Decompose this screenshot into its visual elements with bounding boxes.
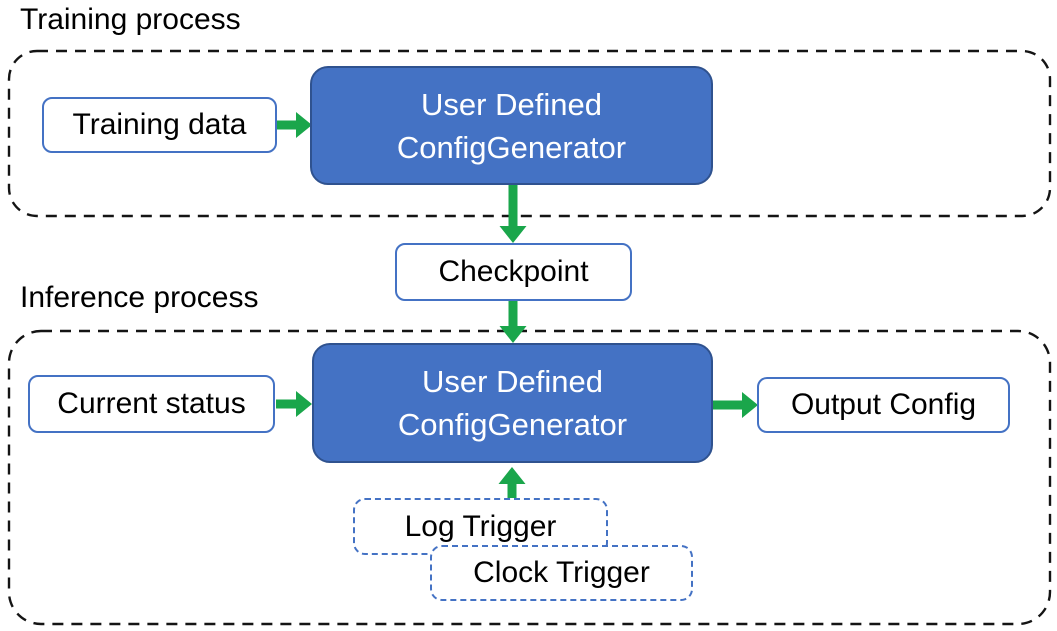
training-config-generator-node: User Defined ConfigGenerator xyxy=(310,66,713,185)
arrow-training-data-to-generator xyxy=(277,112,312,138)
training-generator-label-line1: User Defined xyxy=(421,86,602,122)
inference-config-generator-node: User Defined ConfigGenerator xyxy=(312,343,713,463)
checkpoint-label: Checkpoint xyxy=(438,255,589,288)
training-process-title: Training process xyxy=(20,3,241,36)
inference-generator-label-line2: ConfigGenerator xyxy=(397,407,628,442)
training-data-label: Training data xyxy=(72,108,247,141)
log-trigger-label: Log Trigger xyxy=(404,509,557,543)
training-process-container xyxy=(7,49,1052,218)
arrow-checkpoint-to-generator xyxy=(499,301,527,343)
inference-generator-label-line1: User Defined xyxy=(422,364,603,399)
clock-trigger-node: Clock Trigger xyxy=(430,545,693,601)
current-status-node: Current status xyxy=(28,375,275,433)
output-config-node: Output Config xyxy=(757,377,1010,433)
current-status-label: Current status xyxy=(57,387,246,420)
arrow-generator-to-checkpoint xyxy=(499,185,527,243)
output-config-label: Output Config xyxy=(790,388,977,421)
checkpoint-node: Checkpoint xyxy=(395,243,632,301)
arrow-trigger-to-generator xyxy=(498,467,526,498)
arrow-generator-to-output-config xyxy=(713,392,758,418)
training-generator-label-line2: ConfigGenerator xyxy=(396,129,627,165)
arrow-current-status-to-generator xyxy=(276,391,312,417)
inference-process-container xyxy=(7,329,1052,626)
inference-process-title: Inference process xyxy=(20,281,259,314)
flow-arrows xyxy=(276,112,758,498)
clock-trigger-label: Clock Trigger xyxy=(473,556,650,589)
training-data-node: Training data xyxy=(42,97,277,153)
